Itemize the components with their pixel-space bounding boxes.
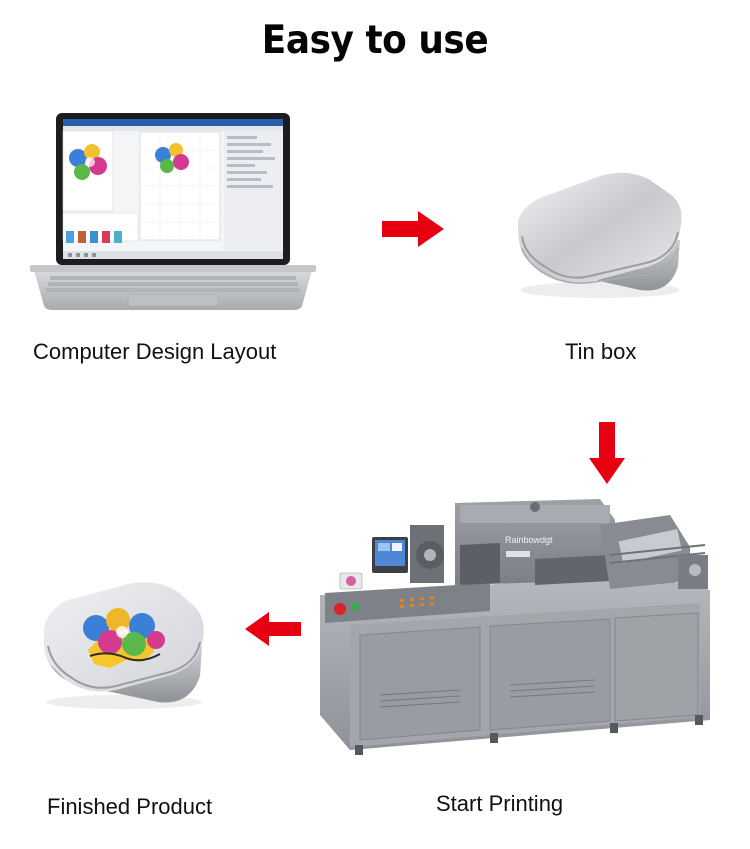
printer-machine-image: Rainbowdgt (320, 499, 710, 755)
caption-tin-box: Tin box (565, 339, 637, 364)
finished-tin-image (43, 582, 204, 709)
caption-start-printing: Start Printing (436, 791, 564, 816)
page-title: Easy to use (261, 18, 489, 63)
caption-computer-design-layout: Computer Design Layout (33, 339, 277, 364)
caption-finished-product: Finished Product (47, 794, 213, 819)
arrow-down-icon (589, 422, 625, 484)
arrow-left-icon (245, 612, 301, 646)
arrow-right-icon (382, 211, 444, 247)
laptop-design-image (30, 113, 316, 310)
tin-box-image (517, 172, 682, 298)
printer-brand-text: Rainbowdgt (505, 535, 553, 545)
